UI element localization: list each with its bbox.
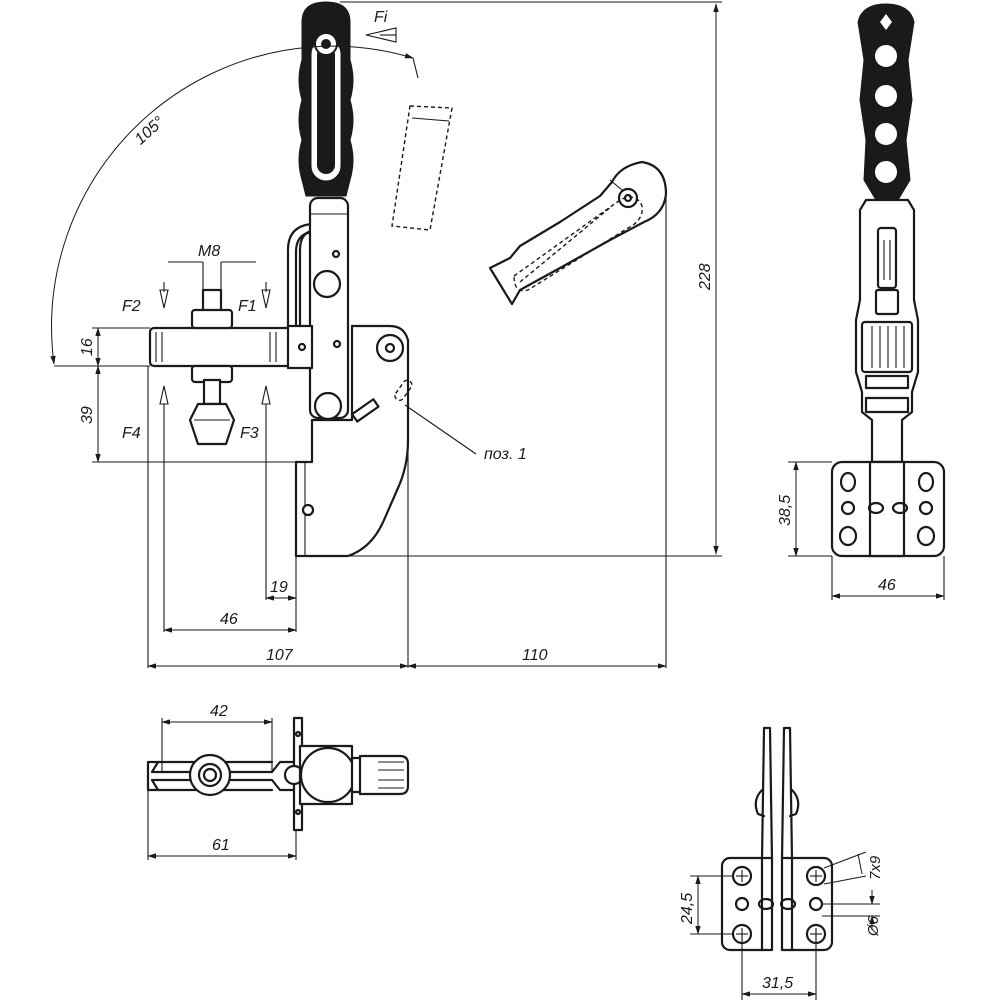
pivot-circle [375, 333, 405, 363]
spindle-pad [188, 402, 236, 446]
dim-42: 42 [210, 703, 228, 720]
dim-39: 39 [79, 406, 96, 424]
clearance-contour [391, 105, 453, 231]
front-view: поз. 1 105° Fi M8 F2 F1 F4 F3 [50, 1, 722, 669]
dim-46: 46 [220, 611, 238, 628]
dim-38-5: 38,5 [777, 495, 794, 526]
f2-label: F2 [122, 298, 141, 315]
dim-19: 19 [270, 579, 288, 596]
dim-31-5: 31,5 [762, 975, 793, 992]
dim-7x9: 7x9 [867, 855, 884, 880]
pos1-label: поз. 1 [484, 446, 527, 463]
f1-label: F1 [238, 298, 257, 315]
side-base-center [868, 460, 906, 558]
dim-24-5: 24,5 [679, 893, 696, 925]
pos1-leader [404, 404, 477, 455]
handle-open-position [488, 160, 668, 306]
f4-label: F4 [122, 425, 141, 442]
f3-label: F3 [240, 425, 259, 442]
dim-61: 61 [212, 837, 230, 854]
f4-arrow [159, 385, 169, 405]
dim-110: 110 [522, 647, 548, 664]
top-handle [358, 754, 410, 796]
rear-view: 24,5 31,5 7x9 Ø6 [679, 726, 884, 1000]
fi-label: Fi [374, 9, 388, 26]
main-arm [308, 196, 350, 420]
spindle-top [201, 288, 223, 314]
dim-46-side: 46 [878, 577, 896, 594]
rear-post-left [760, 726, 774, 862]
top-pivot-disc [299, 746, 357, 804]
grip-slot-inner [317, 46, 335, 174]
side-view: 38,5 46 [777, 3, 946, 600]
top-view: 42 61 [146, 703, 410, 860]
spindle-nut-top [190, 308, 234, 330]
pos1-part [350, 398, 380, 423]
arm-pivot [312, 269, 342, 299]
angle-arc [50, 45, 414, 365]
thread-label: M8 [198, 243, 220, 260]
side-knurl [860, 320, 914, 374]
angle-label: 105° [132, 113, 168, 148]
dim-16: 16 [79, 338, 96, 356]
mounting-pin [301, 503, 315, 517]
spindle-shaft [202, 378, 222, 406]
dim-228: 228 [697, 263, 714, 291]
f1-arrow [261, 289, 271, 309]
dim-107: 107 [266, 647, 294, 664]
spindle-holder [148, 326, 298, 368]
top-spindle-nut [188, 753, 232, 797]
f2-arrow [159, 289, 169, 309]
arm-lower-pivot [313, 391, 343, 421]
f3-arrow [261, 385, 271, 405]
rear-post-right [780, 726, 794, 862]
dim-hole-diameter: Ø6 [865, 915, 882, 937]
